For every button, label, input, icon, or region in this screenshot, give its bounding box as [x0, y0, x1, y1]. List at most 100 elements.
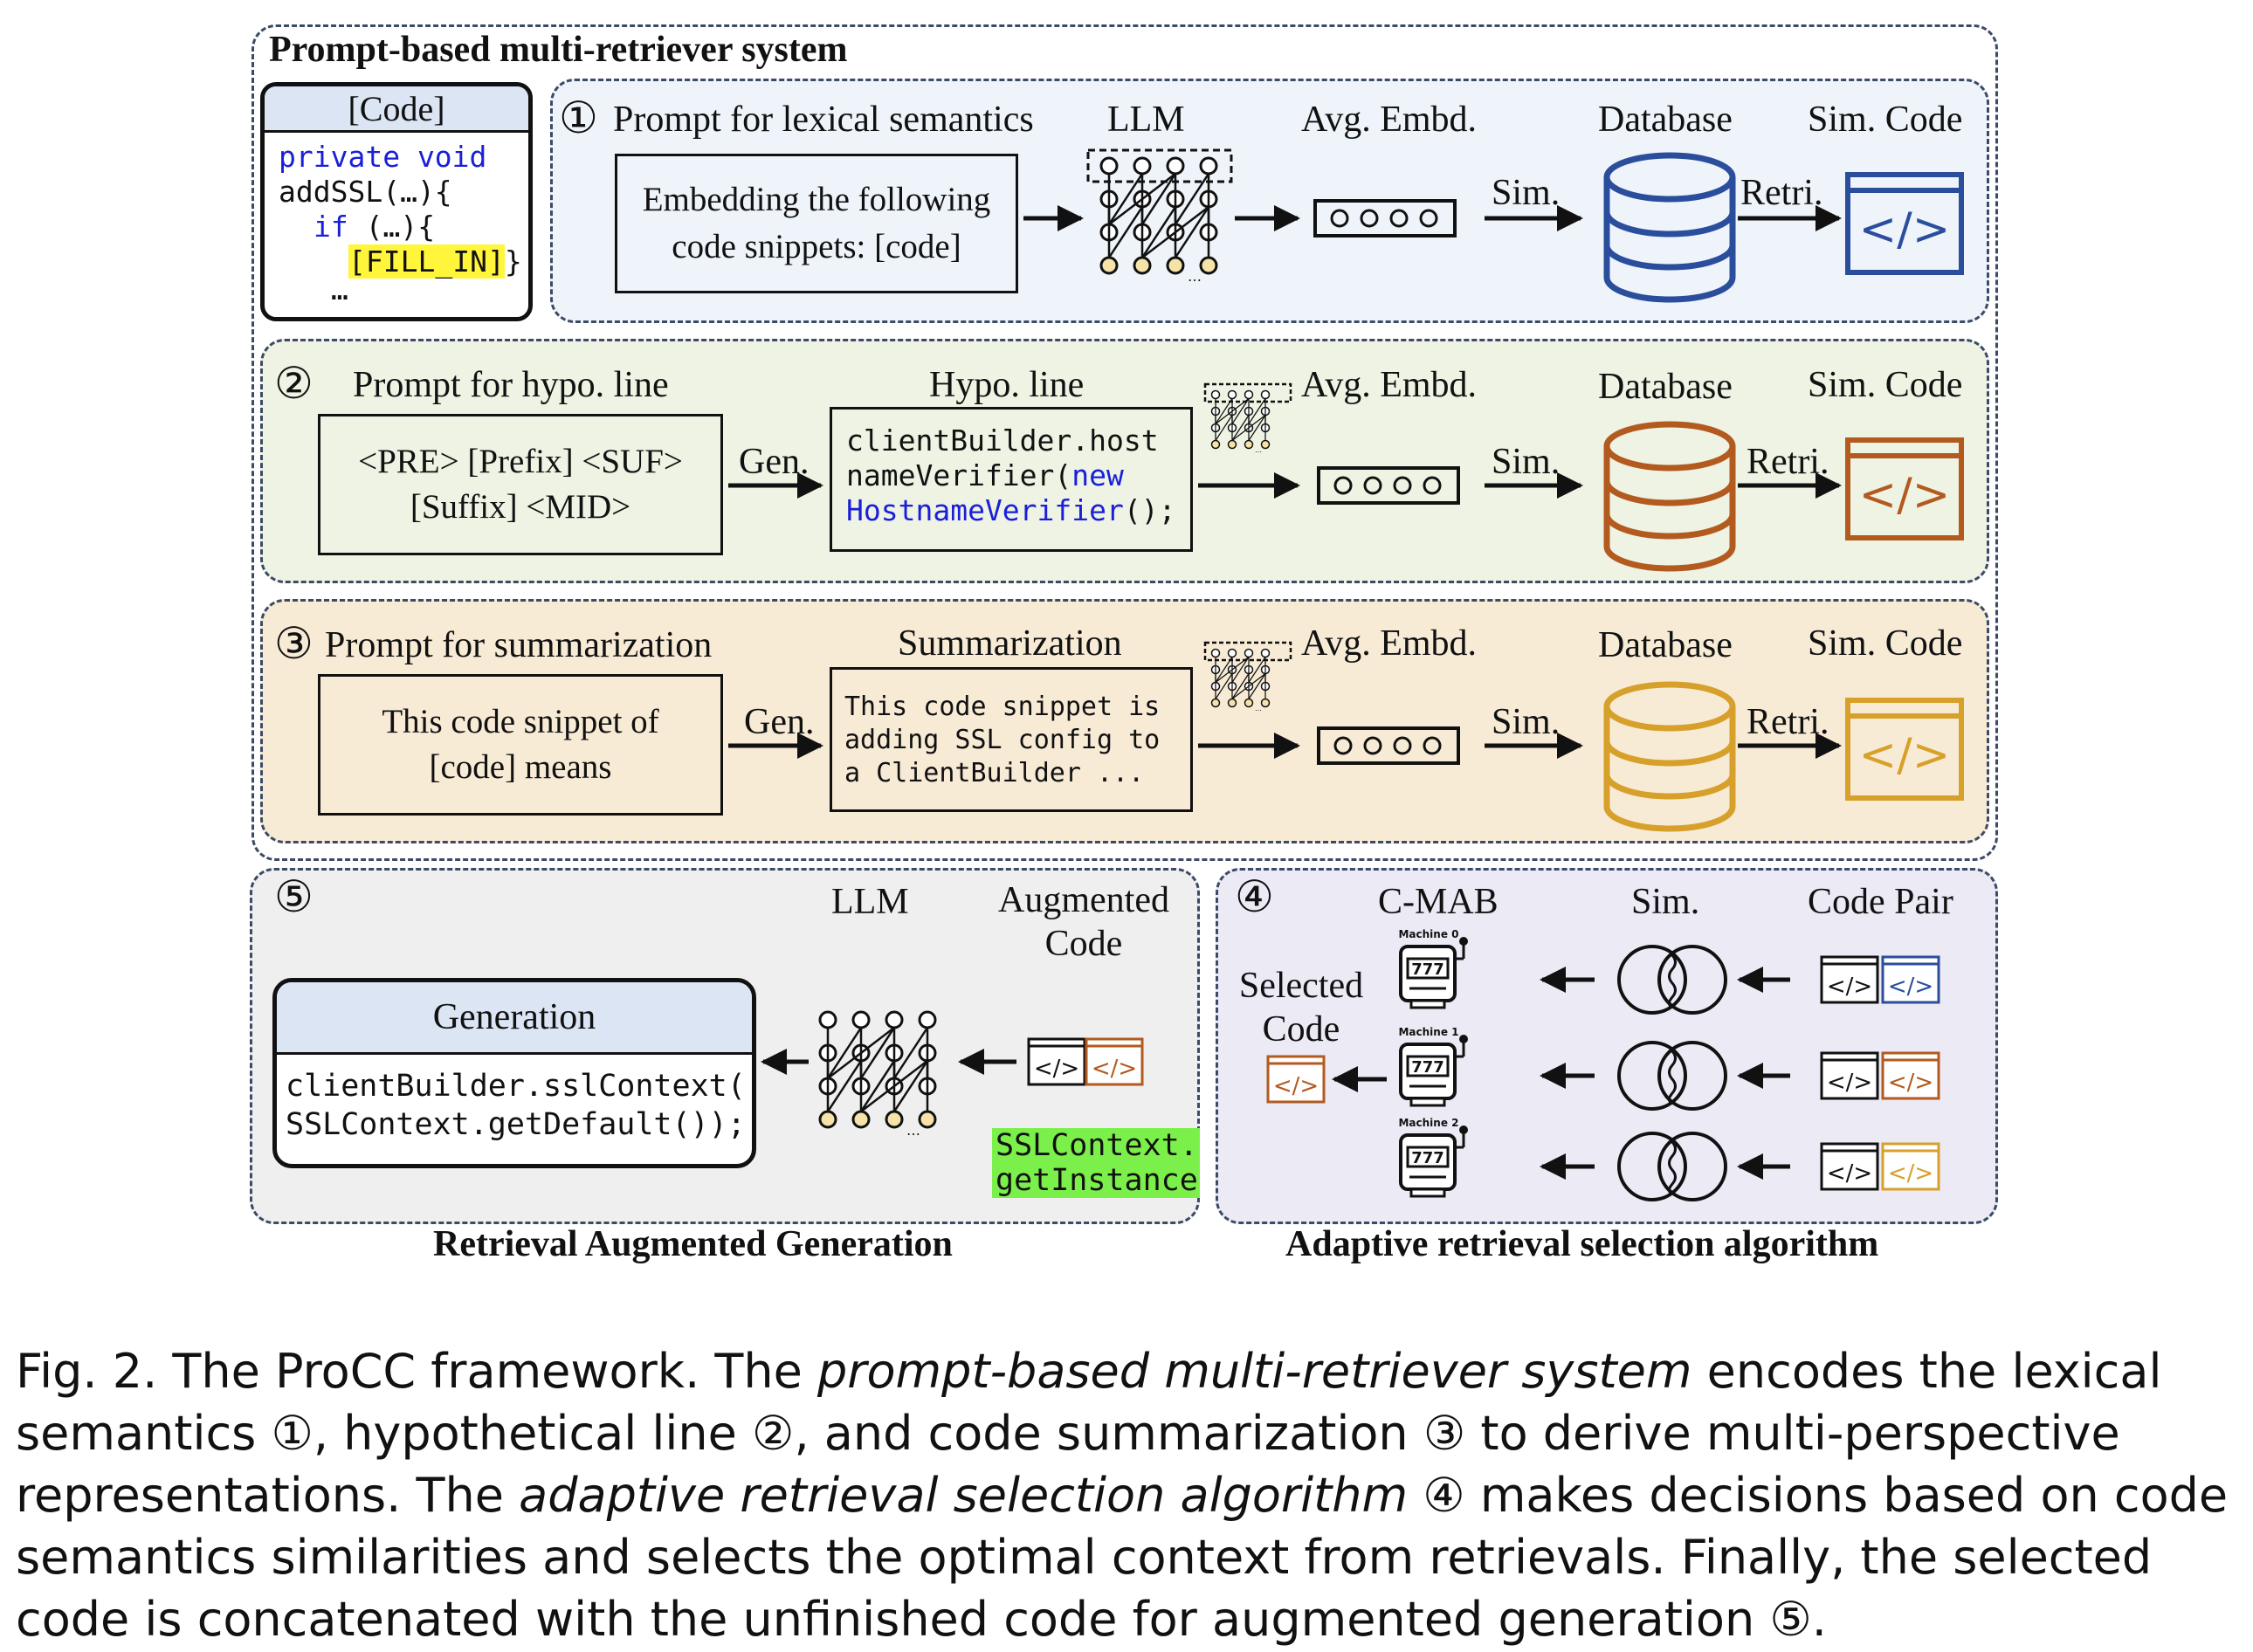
row2-database-icon	[1607, 424, 1733, 568]
arsa-selected-label: Selected Code	[1223, 964, 1380, 1051]
arsa-sim-label: Sim.	[1631, 882, 1700, 922]
caption-italic-2: adaptive retrieval selection algorithm	[519, 1468, 1409, 1523]
row3-network-icon	[1203, 641, 1292, 713]
row1-code-window-icon	[1848, 175, 1961, 272]
code-line-3: (…){	[365, 210, 436, 244]
venn-icon-0	[1617, 945, 1727, 1015]
sum-line-1: This code snippet is	[844, 692, 1161, 722]
row2-sim-label: Sim.	[1492, 442, 1561, 482]
row1-panel	[550, 79, 1989, 323]
rag-llm-label: LLM	[831, 882, 909, 922]
code-box-header: [Code]	[265, 86, 528, 133]
generation-box: Generation clientBuilder.sslContext( SSL…	[272, 978, 756, 1168]
row2-number: ②	[274, 359, 313, 408]
row3-db-label: Database	[1598, 625, 1733, 665]
row2-db-label: Database	[1598, 367, 1733, 407]
highlight-line-1: SSLContext.	[996, 1128, 1198, 1163]
pair-2-code-icon	[1820, 1142, 1879, 1191]
rag-number: ⑤	[274, 872, 313, 921]
system-title: Prompt-based multi-retriever system	[269, 30, 848, 70]
pair-2-retrieved-icon	[1881, 1142, 1940, 1191]
sum-line-2: adding SSL config to	[844, 725, 1161, 755]
row3-sim-label: Sim.	[1492, 702, 1561, 742]
sum-line-3: a ClientBuilder ...	[844, 758, 1145, 788]
multi-retriever-panel	[251, 24, 1998, 861]
row2-retri-label: Retri.	[1747, 442, 1829, 482]
arsa-number: ④	[1235, 872, 1274, 921]
row2-panel	[260, 339, 1989, 583]
slot-machine-icon-2: Machine 2	[1398, 1117, 1470, 1198]
code-brace: }	[504, 244, 522, 279]
row1-prompt-line2: code snippets: [code]	[672, 228, 961, 265]
rag-augmented-label: Augmented Code	[983, 878, 1184, 966]
arsa-selected-line1: Selected	[1238, 966, 1364, 1006]
row1-retri-label: Retri.	[1740, 173, 1823, 213]
generation-header-text: Generation	[432, 997, 596, 1037]
row3-embedding-icon	[1317, 726, 1460, 765]
hypo-line-3b: ();	[1123, 493, 1176, 527]
row2-hypo-label: Hypo. line	[929, 365, 1085, 405]
slot-machine-icon-0: Machine 0	[1398, 928, 1470, 1009]
hypo-line-1: clientBuilder.host	[846, 423, 1159, 458]
rag-code-icon-2	[1085, 1037, 1144, 1086]
machine-2-label: Machine 2	[1398, 1117, 1458, 1129]
arsa-cmab-label: C-MAB	[1378, 882, 1499, 922]
arsa-footer: Adaptive retrieval selection algorithm	[1285, 1224, 1879, 1264]
hypo-line-2a: nameVerifier(	[846, 458, 1072, 492]
row2-code-window-icon	[1848, 440, 1961, 538]
figure-caption: Fig. 2. The ProCC framework. The prompt-…	[16, 1340, 2243, 1650]
gen-line-2: SSLContext.getDefault());	[286, 1107, 746, 1142]
machine-1-label: Machine 1	[1398, 1026, 1458, 1038]
row2-embedding-icon	[1317, 466, 1460, 505]
row3-database-icon	[1607, 685, 1733, 829]
row2-network-icon	[1203, 382, 1292, 455]
row2-prompt-box: <PRE> [Prefix] <SUF> [Suffix] <MID>	[318, 414, 723, 555]
rag-footer: Retrieval Augmented Generation	[433, 1224, 953, 1264]
code-line-1: private void	[279, 140, 487, 174]
code-box: [Code] private void addSSL(…){ if (…){ […	[260, 82, 533, 321]
row3-prompt-label: Prompt for summarization	[325, 625, 713, 665]
row1-network-icon	[1086, 148, 1233, 286]
row2-avg-label: Avg. Embd.	[1301, 365, 1478, 405]
row3-simcode-label: Sim. Code	[1808, 623, 1963, 664]
row2-prompt-line2: [Suffix] <MID>	[410, 488, 631, 526]
caption-part-2: encodes the lexical semantics ①, hypothe…	[16, 1344, 2162, 1523]
row1-embedding-icon	[1313, 199, 1457, 237]
row3-number: ③	[274, 619, 313, 668]
highlight-line-2: getInstance	[996, 1163, 1198, 1198]
row3-prompt-line2: [code] means	[429, 748, 612, 786]
row3-prompt-line1: This code snippet of	[382, 703, 659, 740]
row3-sum-label: Summarization	[898, 623, 1122, 664]
row3-sum-box: This code snippet is adding SSL config t…	[830, 667, 1193, 812]
code-dots: …	[331, 272, 348, 306]
pair-0-retrieved-icon	[1881, 955, 1940, 1004]
row1-database-icon	[1607, 155, 1733, 299]
rag-code-icon-1	[1027, 1037, 1086, 1086]
row2-simcode-label: Sim. Code	[1808, 365, 1963, 405]
row3-retri-label: Retri.	[1747, 702, 1829, 742]
code-if: if	[313, 210, 348, 244]
pair-1-retrieved-icon	[1881, 1051, 1940, 1100]
hypo-line-2b: new	[1071, 458, 1124, 492]
row1-number: ①	[559, 93, 598, 142]
caption-italic-1: prompt-based multi-retriever system	[817, 1344, 1692, 1399]
venn-icon-1	[1617, 1041, 1727, 1111]
row3-panel	[260, 599, 1989, 843]
code-box-header-text: [Code]	[348, 88, 445, 128]
row1-prompt-line1: Embedding the following	[642, 181, 991, 218]
row1-llm-label: LLM	[1107, 100, 1185, 140]
row1-sim-label: Sim.	[1492, 173, 1561, 213]
rag-aug-line1: Augmented	[998, 880, 1169, 920]
arsa-pair-label: Code Pair	[1808, 882, 1953, 922]
slot-machine-icon-1: Machine 1	[1398, 1026, 1470, 1107]
caption-part-3: ④ makes decisions based on code semantic…	[16, 1468, 2229, 1647]
hypo-line-3a: HostnameVerifier	[846, 493, 1124, 527]
rag-network-icon	[818, 1010, 937, 1140]
row3-code-window-icon	[1848, 700, 1961, 798]
row2-prompt-line1: <PRE> [Prefix] <SUF>	[358, 443, 683, 480]
pair-0-code-icon	[1820, 955, 1879, 1004]
arsa-selected-line2: Code	[1262, 1009, 1340, 1050]
rag-aug-line2: Code	[1044, 924, 1123, 964]
code-line-2: addSSL(…){	[279, 175, 452, 209]
row3-prompt-box: This code snippet of [code] means	[318, 674, 723, 816]
